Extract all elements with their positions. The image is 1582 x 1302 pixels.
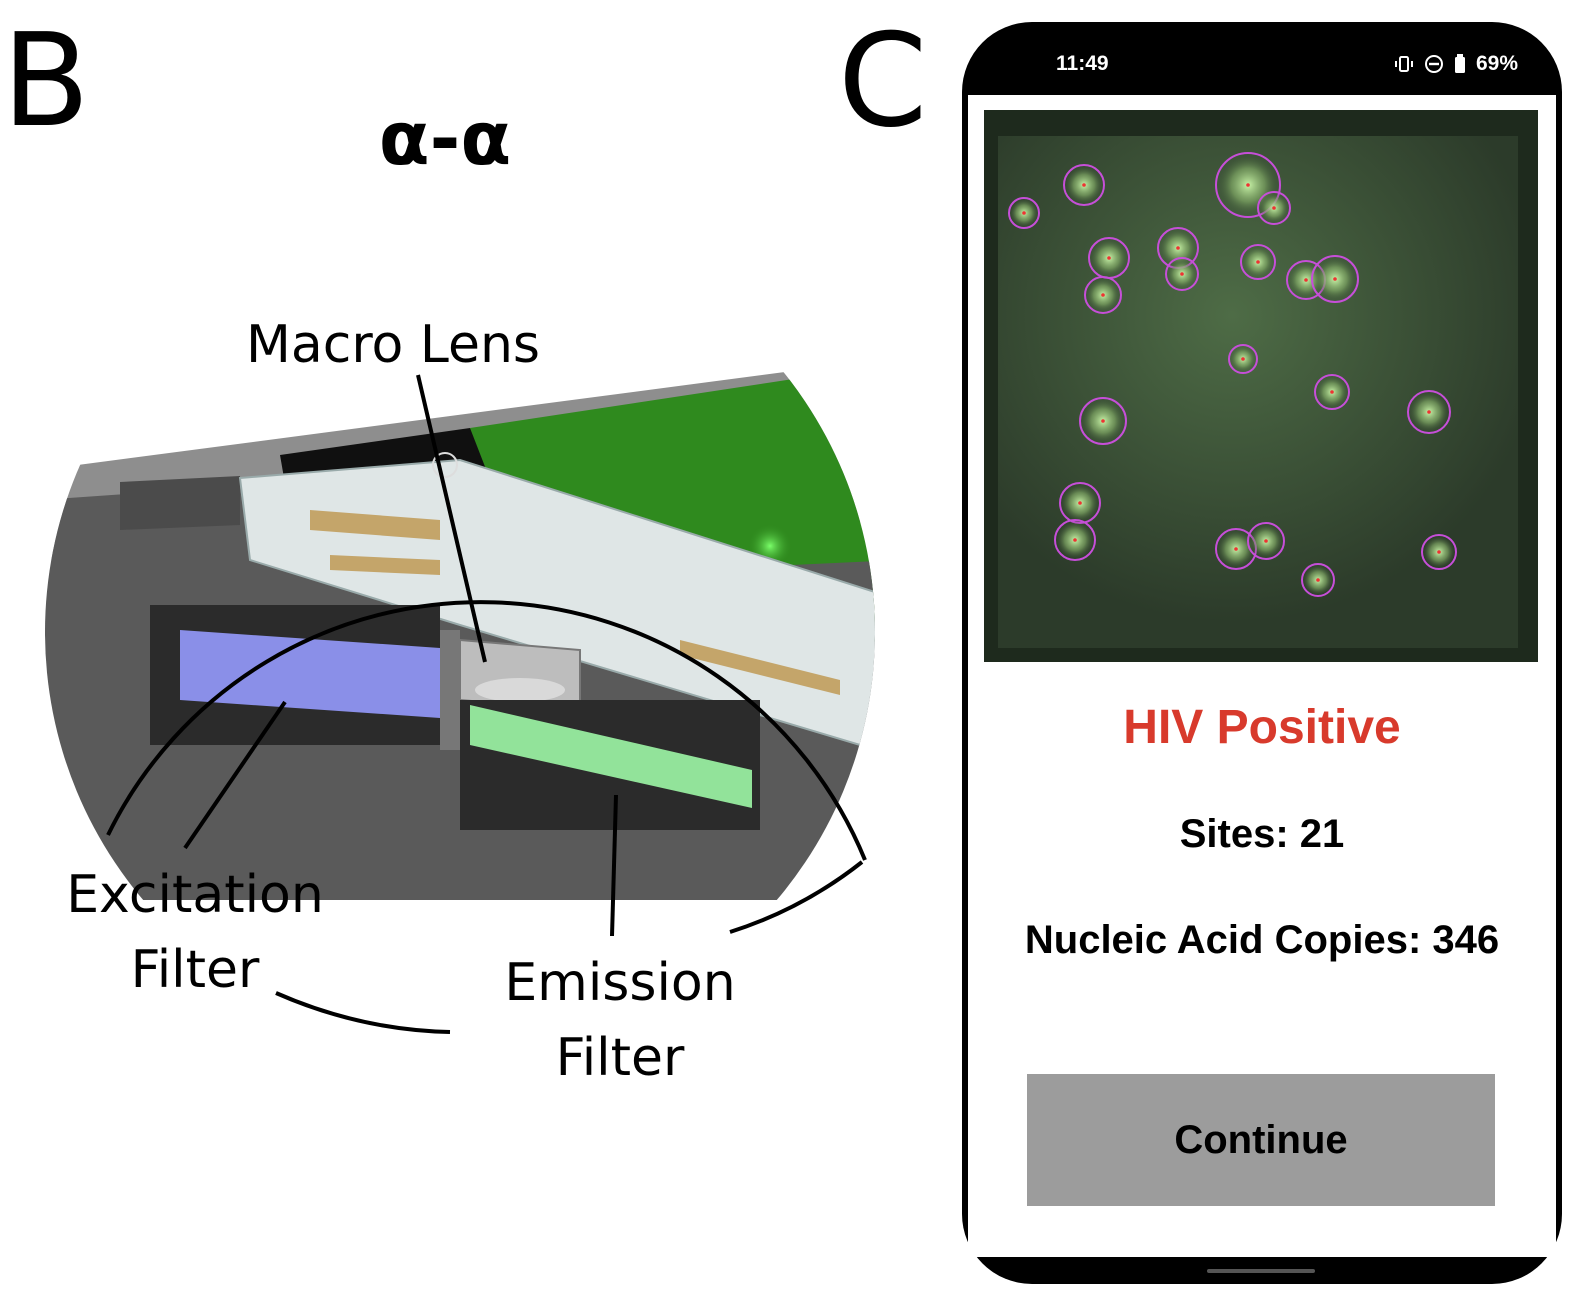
divider-wall [440, 630, 460, 750]
excitation-leader [183, 700, 287, 850]
continue-button[interactable]: Continue [1027, 1074, 1495, 1206]
site-center-dot [1256, 260, 1260, 264]
site-marker-ring [1240, 244, 1276, 280]
site-marker-ring [1421, 534, 1457, 570]
camera-ring [432, 452, 458, 478]
emission-leader [610, 794, 618, 937]
site-marker-ring [1301, 563, 1335, 597]
site-marker-ring [1247, 522, 1285, 560]
cutaway-diagram [45, 370, 875, 1034]
site-center-dot [1078, 501, 1082, 505]
site-center-dot [1073, 538, 1077, 542]
site-center-dot [1234, 547, 1238, 551]
fluorescence-image [984, 110, 1538, 662]
site-marker-ring [1008, 197, 1040, 229]
site-center-dot [1082, 183, 1086, 187]
panel-b-label: B [2, 7, 90, 156]
site-marker-ring [1079, 397, 1127, 445]
home-indicator[interactable] [1207, 1269, 1315, 1273]
site-center-dot [1246, 183, 1250, 187]
nucleic-acid-copies: Nucleic Acid Copies: 346 [1024, 918, 1500, 962]
site-center-dot [1107, 256, 1111, 260]
site-marker-ring [1084, 276, 1122, 314]
site-center-dot [1427, 410, 1431, 414]
site-marker-ring [1407, 390, 1451, 434]
site-center-dot [1333, 277, 1337, 281]
site-marker-ring [1311, 255, 1359, 303]
site-center-dot [1241, 357, 1245, 361]
site-marker-ring [1228, 344, 1258, 374]
site-marker-ring [1257, 191, 1291, 225]
site-marker-ring [1165, 257, 1199, 291]
connector-3 [680, 640, 840, 695]
detected-sites [1008, 152, 1457, 597]
site-marker-ring [1314, 374, 1350, 410]
housing-step [120, 476, 240, 530]
excitation-filter [180, 630, 440, 718]
excitation-filter-label: Excitation Filter [66, 865, 324, 1001]
connector-1 [310, 510, 440, 540]
macro-lens-glass [475, 678, 565, 702]
magnifier-circle-arc-bottom [275, 991, 451, 1034]
site-marker-ring [1215, 152, 1281, 218]
site-center-dot [1437, 550, 1441, 554]
site-center-dot [1264, 539, 1268, 543]
sites-count: Sites: 21 [1179, 812, 1345, 856]
site-center-dot [1101, 419, 1105, 423]
magnifier-circle-arc-right [729, 860, 864, 934]
section-title: α-α [378, 96, 512, 182]
macro-lens-label: Macro Lens [246, 315, 540, 375]
result-status: HIV Positive [1123, 701, 1401, 754]
site-center-dot [1330, 390, 1334, 394]
site-center-dot [1180, 272, 1184, 276]
status-time: 11:49 [1056, 52, 1109, 75]
emission-filter [470, 705, 752, 808]
do-not-disturb-icon [1425, 55, 1443, 73]
site-marker-ring [1054, 519, 1096, 561]
site-marker-ring [1063, 164, 1105, 206]
connector-2 [330, 555, 440, 575]
site-center-dot [1304, 278, 1308, 282]
battery-icon [1455, 54, 1465, 73]
site-center-dot [1101, 293, 1105, 297]
site-center-dot [1272, 206, 1276, 210]
site-center-dot [1176, 246, 1180, 250]
magnified-cross-section [45, 370, 875, 900]
panel-c-label: C [838, 7, 928, 156]
emission-filter-label: Emission Filter [504, 953, 736, 1089]
magnifier-circle-arc [106, 600, 867, 861]
macro-lens-leader [416, 374, 487, 663]
vibrate-icon [1395, 56, 1413, 72]
status-icons: 69% [1394, 52, 1518, 76]
battery-percentage: 69% [1476, 52, 1519, 75]
site-center-dot [1316, 578, 1320, 582]
site-center-dot [1022, 211, 1026, 215]
